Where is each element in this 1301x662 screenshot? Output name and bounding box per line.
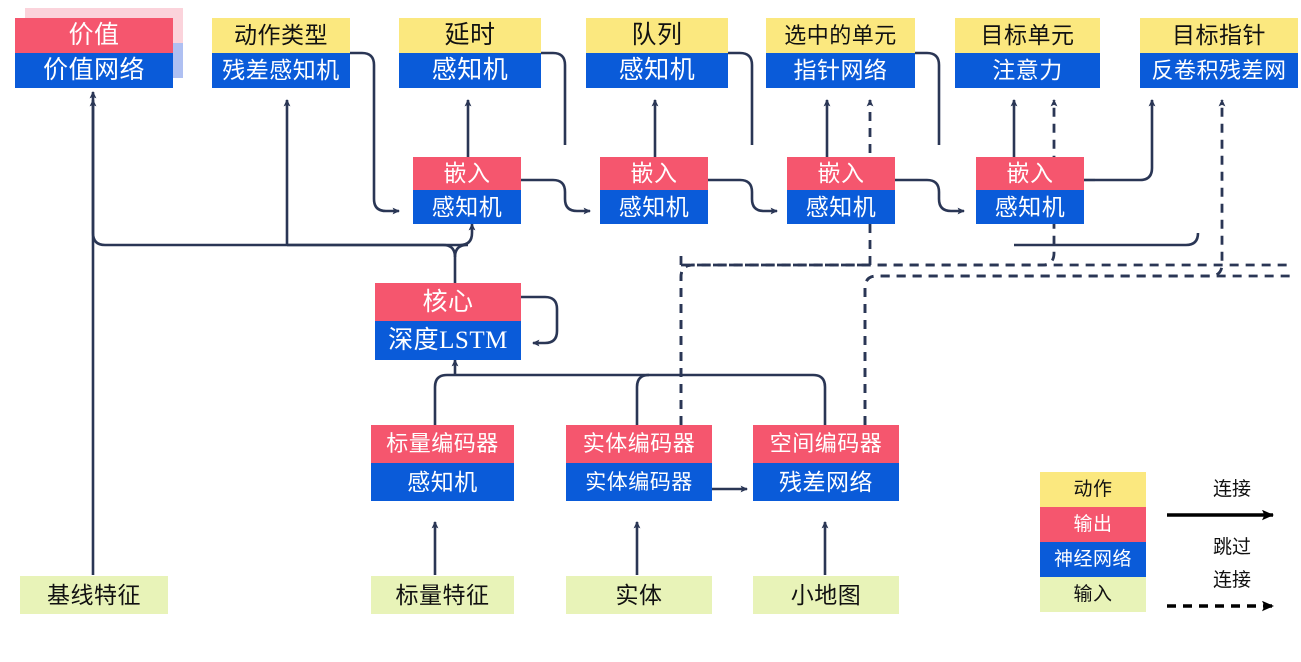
node-target-unit[interactable]: 目标单元 注意力	[955, 18, 1100, 88]
node-delay-bottom: 感知机	[399, 53, 541, 88]
node-value[interactable]: 价值 价值网络	[15, 8, 183, 88]
node-entity-encoder[interactable]: 实体编码器 实体编码器	[566, 425, 712, 501]
node-spatial-encoder[interactable]: 空间编码器 残差网络	[753, 425, 899, 501]
node-embed-2-bottom: 感知机	[600, 190, 708, 224]
input-scalar-features[interactable]: 标量特征	[371, 576, 514, 614]
node-target-unit-top: 目标单元	[955, 18, 1100, 53]
node-selected-units-top: 选中的单元	[766, 18, 915, 53]
node-embed-2-top: 嵌入	[600, 157, 708, 190]
node-embed-3-bottom: 感知机	[787, 190, 895, 224]
node-queued[interactable]: 队列 感知机	[586, 18, 728, 88]
node-spatial-encoder-top: 空间编码器	[753, 425, 899, 463]
node-selected-units[interactable]: 选中的单元 指针网络	[766, 18, 915, 88]
node-scalar-encoder-top: 标量编码器	[371, 425, 514, 463]
node-value-bottom: 价值网络	[15, 53, 173, 88]
node-target-point[interactable]: 目标指针 反卷积残差网	[1140, 18, 1298, 88]
node-queued-top: 队列	[586, 18, 728, 53]
input-scalar-features-label: 标量特征	[371, 576, 514, 614]
node-embed-3[interactable]: 嵌入 感知机	[787, 157, 895, 224]
node-embed-4-bottom: 感知机	[976, 190, 1084, 224]
node-entity-encoder-top: 实体编码器	[566, 425, 712, 463]
node-queued-bottom: 感知机	[586, 53, 728, 88]
legend-band-input: 输入	[1040, 577, 1146, 612]
legend-band-network: 神经网络	[1040, 542, 1146, 577]
node-embed-4-top: 嵌入	[976, 157, 1084, 190]
node-selected-units-bottom: 指针网络	[766, 53, 915, 88]
input-baseline-features-label: 基线特征	[20, 576, 168, 614]
node-target-unit-bottom: 注意力	[955, 53, 1100, 88]
node-entity-encoder-bottom: 实体编码器	[566, 463, 712, 501]
node-core-bottom: 深度LSTM	[375, 321, 521, 360]
legend-skip-label-line1: 跳过	[1212, 537, 1251, 558]
legend-connection-label: 连接	[1212, 479, 1251, 500]
node-core-top: 核心	[375, 283, 521, 321]
node-embed-1[interactable]: 嵌入 感知机	[413, 157, 521, 224]
node-spatial-encoder-bottom: 残差网络	[753, 463, 899, 501]
node-embed-1-top: 嵌入	[413, 157, 521, 190]
legend-band-action: 动作	[1040, 472, 1146, 507]
node-action-type[interactable]: 动作类型 残差感知机	[212, 18, 350, 88]
node-target-point-bottom: 反卷积残差网	[1140, 53, 1298, 88]
node-embed-4[interactable]: 嵌入 感知机	[976, 157, 1084, 224]
legend-skip-label-line2: 连接	[1212, 570, 1251, 591]
node-embed-1-bottom: 感知机	[413, 190, 521, 224]
node-value-top: 价值	[15, 18, 173, 53]
input-baseline-features[interactable]: 基线特征	[20, 576, 168, 614]
input-entities-label: 实体	[566, 576, 712, 614]
node-embed-3-top: 嵌入	[787, 157, 895, 190]
legend-arrow-key: 连接 跳过 连接	[1163, 472, 1301, 612]
node-target-point-top: 目标指针	[1140, 18, 1298, 53]
node-action-type-bottom: 残差感知机	[212, 53, 350, 88]
node-scalar-encoder-bottom: 感知机	[371, 463, 514, 501]
node-scalar-encoder[interactable]: 标量编码器 感知机	[371, 425, 514, 501]
input-minimap[interactable]: 小地图	[753, 576, 899, 614]
node-core[interactable]: 核心 深度LSTM	[375, 283, 521, 360]
legend-band-output: 输出	[1040, 507, 1146, 542]
node-delay[interactable]: 延时 感知机	[399, 18, 541, 88]
node-delay-top: 延时	[399, 18, 541, 53]
legend-arrow-glyphs	[1167, 509, 1274, 612]
input-minimap-label: 小地图	[753, 576, 899, 614]
node-action-type-top: 动作类型	[212, 18, 350, 53]
node-embed-2[interactable]: 嵌入 感知机	[600, 157, 708, 224]
input-entities[interactable]: 实体	[566, 576, 712, 614]
legend-color-key: 动作 输出 神经网络 输入	[1040, 472, 1146, 612]
